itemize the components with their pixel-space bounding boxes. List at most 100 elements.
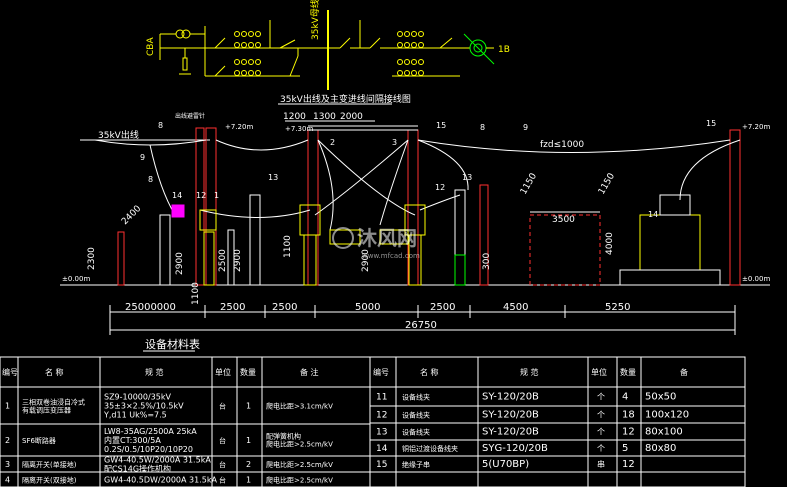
marker: 9 xyxy=(140,153,145,162)
cell-no: 3 xyxy=(5,460,10,469)
cell-qty: 5 xyxy=(622,443,628,454)
table-title: 设备材料表 xyxy=(145,337,200,351)
vdim-9: 1150 xyxy=(519,171,539,196)
cell-qty: 12 xyxy=(622,459,635,470)
dim-top-1300: 1300 xyxy=(313,112,336,122)
marker: 3 xyxy=(392,138,397,147)
marker: 15 xyxy=(706,119,716,128)
cell-spec: 0.2S/0.5/10P20/10P20 xyxy=(104,445,193,454)
th-right: 备 xyxy=(680,367,688,377)
transformer-1b-symbol xyxy=(463,33,495,65)
vdim-6: 2900 xyxy=(361,249,371,272)
gantry-pole-right xyxy=(729,129,741,286)
cell-qty: 1 xyxy=(246,402,251,411)
cell-name: SF6断路器 xyxy=(22,436,56,445)
elev-left-top: +7.20m xyxy=(225,123,253,131)
elev-mid-top: +7.30m xyxy=(285,125,313,133)
th-left: 编号 xyxy=(2,367,18,377)
top-single-line-schematic xyxy=(159,10,470,90)
label-cba: CBA xyxy=(146,37,156,56)
marker: 8 xyxy=(158,121,163,130)
dim-top-1200: 1200 xyxy=(283,112,306,122)
elev-right-top: +7.20m xyxy=(742,123,770,131)
cell-unit: 台 xyxy=(219,476,226,485)
cell-qty: 4 xyxy=(622,392,628,403)
cell-note: 爬电比距>2.5cm/kV xyxy=(266,460,333,469)
bottom-dim-1: 2500 xyxy=(272,302,297,313)
ground-left: ±0.00m xyxy=(62,275,90,283)
watermark-url: www.mfcad.com xyxy=(362,252,420,260)
cell-note: 爬电比距>2.5cm/kV xyxy=(266,440,333,449)
fzd-label: fzd≤1000 xyxy=(540,140,584,150)
th-right: 规 范 xyxy=(520,367,539,377)
cell-spec: SZ9-10000/35kV xyxy=(104,393,171,402)
markers: 8 9 8 14 12 1 13 2 3 12 15 8 9 13 15 14 xyxy=(140,119,716,219)
th-left: 数量 xyxy=(240,367,256,377)
cell-no: 14 xyxy=(376,444,388,454)
cell-unit: 个 xyxy=(597,393,605,402)
marker: 13 xyxy=(268,173,278,182)
dim-top-2000: 2000 xyxy=(340,112,363,122)
cell-qty: 12 xyxy=(622,427,635,438)
marker: 14 xyxy=(648,210,658,219)
cell-spec: 35±3×2.5%/10.5kV xyxy=(104,402,184,411)
vdim-11: 1100 xyxy=(191,282,201,305)
cell-spec: LW8-35AG/2500A 25kA xyxy=(104,427,197,436)
cell-name: 隔离开关(双接地) xyxy=(22,476,77,485)
cell-spec: GW4-40.5W/2000A 31.5kA xyxy=(104,456,211,465)
cell-unit: 台 xyxy=(219,436,226,445)
cell-spec: 5(U70BP) xyxy=(482,459,529,470)
ct-row-left-top xyxy=(234,31,261,76)
vdim-3: 2500 xyxy=(218,249,228,272)
transformer-elevation xyxy=(529,194,721,286)
marker: 2 xyxy=(330,138,335,147)
th-right: 编号 xyxy=(373,367,389,377)
label-1b: 1B xyxy=(498,45,510,55)
cell-no: 11 xyxy=(376,393,387,403)
cell-no: 15 xyxy=(376,460,387,470)
bottom-dim-3: 5000 xyxy=(355,302,380,313)
vdim-7: 4000 xyxy=(605,232,615,255)
cell-name: 设备线夹 xyxy=(402,411,430,420)
cell-unit: 个 xyxy=(597,444,605,453)
cell-name: 有载调压变压器 xyxy=(22,406,71,415)
bottom-dim-6: 5250 xyxy=(605,302,630,313)
cell-qty: 1 xyxy=(246,476,251,485)
ct-row-right xyxy=(397,31,424,76)
cell-unit: 串 xyxy=(597,460,605,469)
cell-unit: 台 xyxy=(219,460,226,469)
cell-note: 50x50 xyxy=(645,392,676,403)
dim-3500: 3500 xyxy=(552,215,575,225)
watermark: 沐风网 www.mfcad.com xyxy=(332,226,420,260)
th-right: 单位 xyxy=(591,367,607,377)
cell-name: 绝缘子串 xyxy=(402,460,430,469)
marker: 8 xyxy=(148,175,153,184)
cell-spec: SY-120/20B xyxy=(482,410,539,421)
cell-spec: SY-120/20B xyxy=(482,392,539,403)
table-grid xyxy=(0,356,746,487)
cell-note: 配弹簧机构 xyxy=(266,432,301,441)
cell-note: 80x100 xyxy=(645,427,683,438)
cell-spec: 内置CT:300/5A xyxy=(104,435,161,445)
cell-note: 100x120 xyxy=(645,410,689,421)
cell-no: 13 xyxy=(376,428,387,438)
section-title: 35kV出线及主变进线间隔接线图 xyxy=(280,93,411,105)
marker: 13 xyxy=(462,173,472,182)
marker: 12 xyxy=(435,183,445,192)
bottom-total: 26750 xyxy=(405,320,437,331)
bottom-dim-4: 2500 xyxy=(430,302,455,313)
cell-name: 设备线夹 xyxy=(402,428,430,437)
table-right-rows: 11 设备线夹 SY-120/20B 个 4 50x50 12 设备线夹 SY-120/20B 个… xyxy=(376,392,689,471)
cell-no: 1 xyxy=(5,402,10,411)
overhead-conductors xyxy=(94,139,741,231)
vdim-4: 2900 xyxy=(233,249,243,272)
equipment-column-left xyxy=(117,204,235,286)
cell-spec: GW4-40.5DW/2000A 31.5kA xyxy=(104,476,217,485)
th-right: 名 称 xyxy=(420,367,439,377)
cell-name: 铜铝过渡设备线夹 xyxy=(402,444,458,453)
label-busbar: 35kV母线 xyxy=(309,0,321,40)
bottom-dim-left: 25000000 xyxy=(125,302,176,313)
cell-qty: 18 xyxy=(622,410,635,421)
marker: 14 xyxy=(172,191,182,200)
